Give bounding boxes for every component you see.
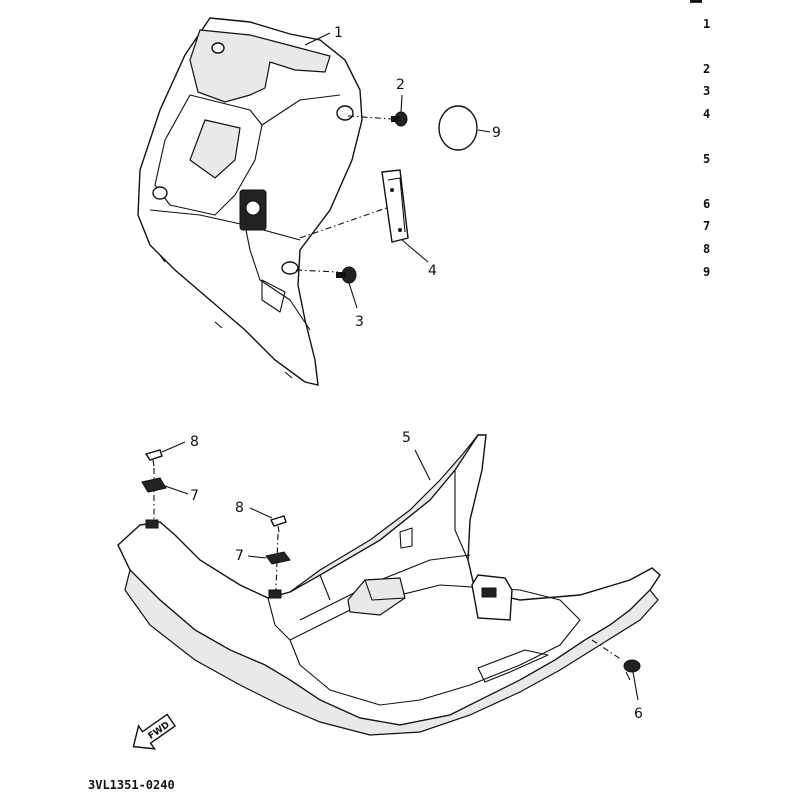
leg-shield-panel: 1 [137, 17, 363, 386]
callout-4: 4 [428, 263, 437, 279]
ref-item-9: 9 [703, 265, 710, 279]
lid-part-4: 4 [299, 169, 437, 279]
callout-7b: 7 [235, 548, 244, 564]
ref-item-6: 6 [703, 197, 710, 211]
callout-8a: 8 [190, 434, 199, 450]
ref-item-2: 2 [703, 62, 710, 76]
reference-column: ▬▬ 1 2 3 4 5 6 7 8 9 [690, 0, 710, 279]
callout-9: 9 [492, 125, 501, 141]
callout-2: 2 [396, 77, 405, 93]
screw-part-2: 2 [347, 77, 408, 127]
callout-8b: 8 [235, 500, 244, 516]
ref-item-5: 5 [703, 152, 710, 166]
callout-6: 6 [634, 706, 643, 722]
diagram-part-code: 3VL1351-0240 [88, 778, 175, 792]
ref-item-1: 1 [703, 17, 710, 31]
callout-3: 3 [355, 314, 364, 330]
front-direction-arrow: FWD [132, 713, 177, 750]
rivet-and-nut-set-middle: 8 7 [235, 500, 291, 591]
ref-item-3: 3 [703, 84, 710, 98]
footrest-board-part-5: 5 [117, 430, 661, 736]
ref-item-4: 4 [703, 107, 710, 121]
callout-1: 1 [334, 25, 343, 41]
ref-column-header: ▬▬ [690, 0, 702, 7]
callout-7a: 7 [190, 488, 199, 504]
screw-part-3: 3 [295, 266, 364, 330]
bolt-part-6: 6 [591, 639, 643, 722]
ref-item-8: 8 [703, 242, 710, 256]
rivet-and-nut-set-left: 8 7 [141, 434, 199, 520]
callout-5: 5 [402, 430, 411, 446]
seal-part-9: 9 [438, 105, 501, 151]
ref-item-7: 7 [703, 219, 710, 233]
